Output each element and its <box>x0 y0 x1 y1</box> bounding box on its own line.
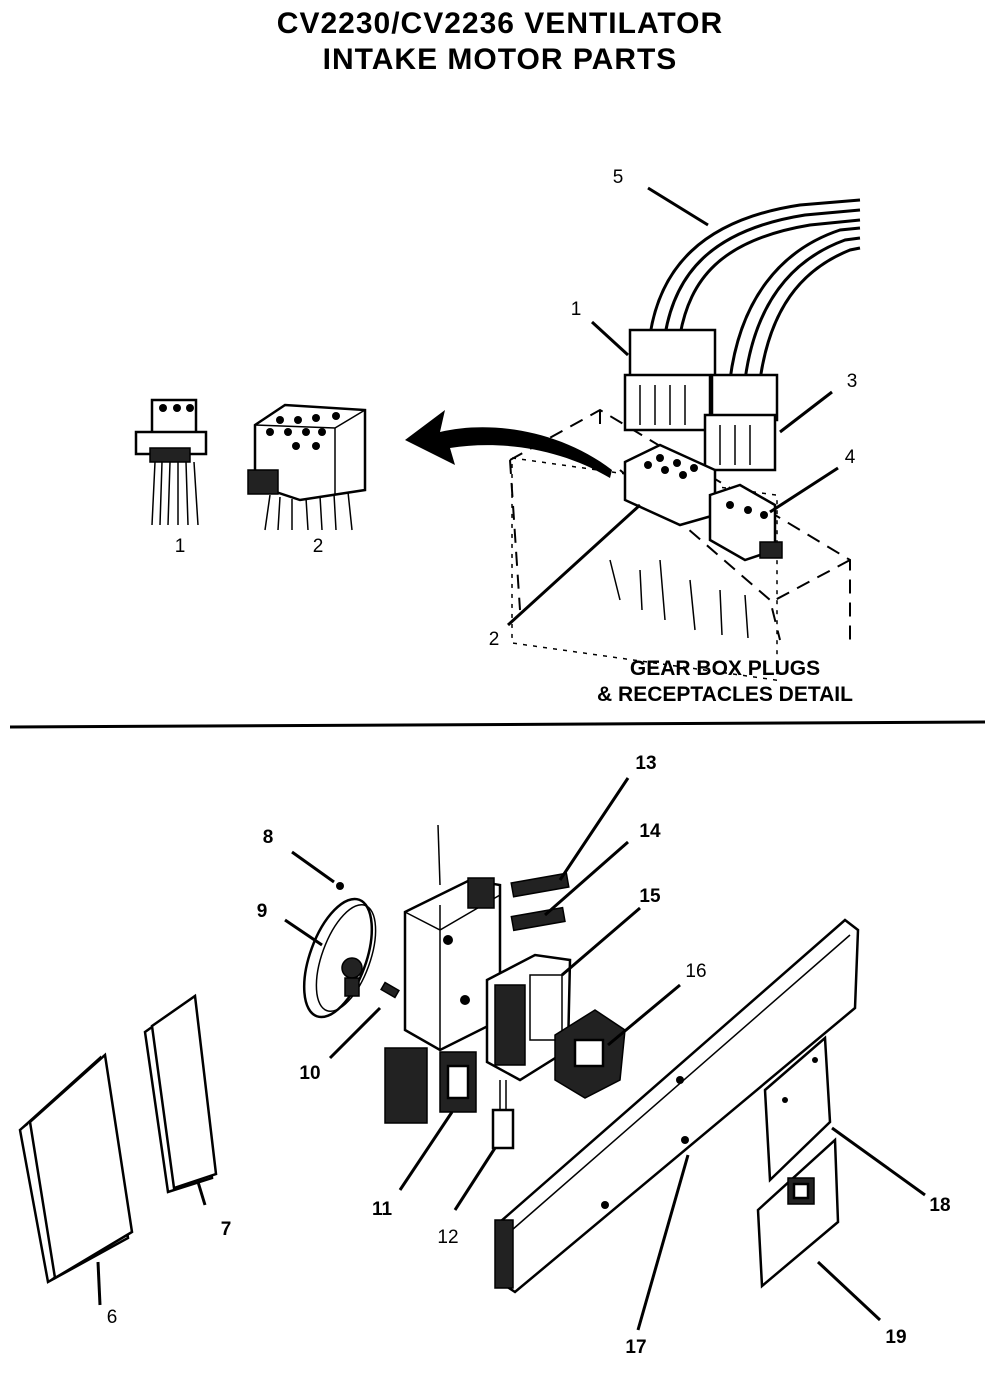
clip-14 <box>510 906 566 932</box>
callout-5: 5 <box>612 167 624 188</box>
leader-lines-top <box>506 186 839 627</box>
panel-7 <box>143 993 218 1194</box>
receptacle-4-installed <box>708 483 783 562</box>
callout-10: 10 <box>299 1063 321 1084</box>
callout-7: 7 <box>220 1219 232 1240</box>
callout-2: 2 <box>488 629 500 650</box>
callout-11: 11 <box>371 1199 393 1220</box>
callout-6: 6 <box>106 1307 118 1328</box>
screw-8 <box>336 882 344 890</box>
plug-1-detail <box>134 398 208 526</box>
callout-18: 18 <box>929 1195 951 1216</box>
callout-16: 16 <box>685 961 707 982</box>
disc-9 <box>302 897 377 1019</box>
callout-3: 3 <box>846 371 858 392</box>
callout-1-detail: 1 <box>174 536 186 557</box>
frame-15 <box>485 953 572 1082</box>
callout-14: 14 <box>639 821 661 842</box>
callout-17: 17 <box>625 1337 647 1358</box>
detail-caption-line-2: & RECEPTACLES DETAIL <box>597 683 853 706</box>
section-divider <box>9 720 986 729</box>
diagram-title-line-2: INTAKE MOTOR PARTS <box>322 43 678 76</box>
callout-13: 13 <box>635 753 657 774</box>
plate-19 <box>756 1137 840 1289</box>
receptacle-2-installed <box>623 443 717 527</box>
clip-13 <box>510 872 570 898</box>
diagram-title-line-1: CV2230/CV2236 VENTILATOR <box>276 7 724 40</box>
callout-12: 12 <box>437 1227 459 1248</box>
callout-2-detail: 2 <box>312 536 324 557</box>
callout-4: 4 <box>844 447 856 468</box>
direction-arrow <box>405 410 612 478</box>
callout-8: 8 <box>262 827 274 848</box>
detail-caption-line-1: GEAR BOX PLUGS <box>629 657 821 680</box>
wire-harness-5 <box>648 198 861 381</box>
plate-18 <box>763 1035 832 1183</box>
callout-1: 1 <box>570 299 582 320</box>
plug-1-installed <box>623 328 717 432</box>
callout-19: 19 <box>885 1327 907 1348</box>
motor-16 <box>554 1009 626 1099</box>
plug-3-installed <box>703 373 779 472</box>
screw-10 <box>380 981 400 999</box>
callout-9: 9 <box>256 901 268 922</box>
motor-bracket <box>384 824 502 1124</box>
switch-11 <box>439 1051 477 1113</box>
mounting-rail-17 <box>494 918 860 1294</box>
callout-15: 15 <box>639 886 661 907</box>
connector-12 <box>491 1080 515 1150</box>
plug-2-detail <box>247 403 367 531</box>
panel-6 <box>18 1052 134 1284</box>
leader-lines-bottom <box>96 777 926 1331</box>
